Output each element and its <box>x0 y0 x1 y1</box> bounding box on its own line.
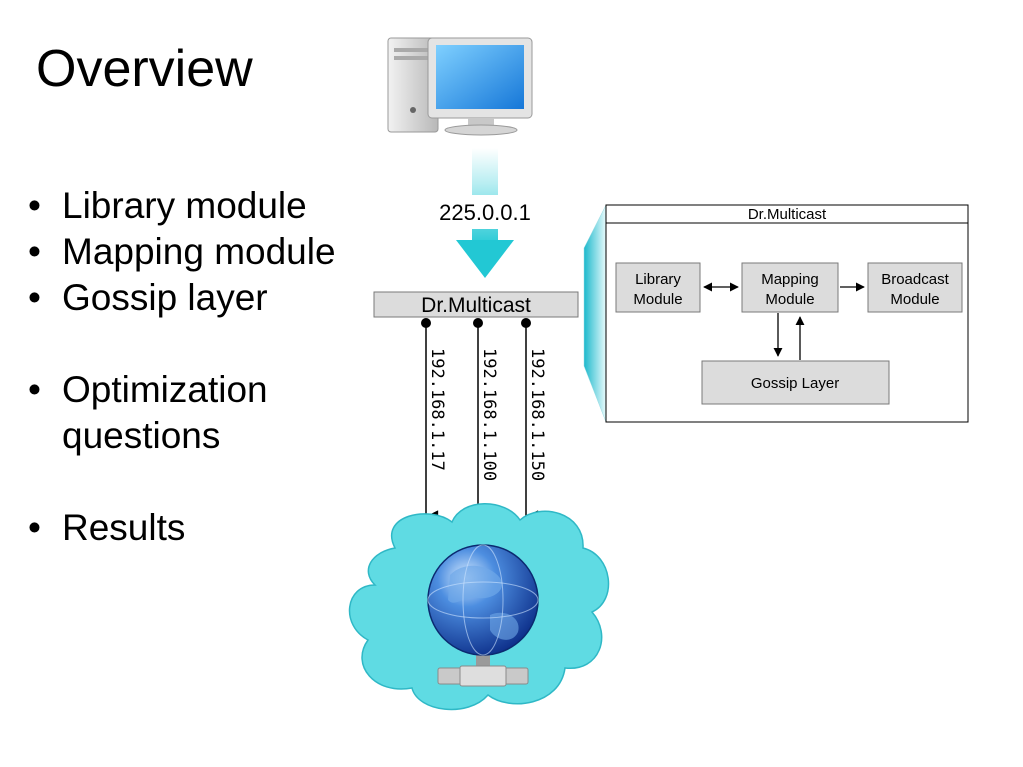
globe-network-icon <box>427 544 539 687</box>
architecture-title: Dr.Multicast <box>748 206 827 223</box>
gossip-layer-box <box>701 360 890 405</box>
zoom-callout <box>583 204 607 423</box>
library-module-line2: Module <box>633 291 682 308</box>
broadcast-module-line1: Broadcast <box>881 271 949 288</box>
unicast-address-2: 192.168.1.100 <box>479 348 499 481</box>
hub-label: Dr.Multicast <box>421 294 531 317</box>
broadcast-module-box <box>867 262 963 313</box>
bullet-library-module: Library module <box>28 183 362 229</box>
module-connectors <box>703 282 865 360</box>
mapping-module-line2: Module <box>765 291 814 308</box>
gossip-layer-label: Gossip Layer <box>751 375 839 392</box>
mapping-module-box <box>741 262 839 313</box>
broadcast-module-line2: Module <box>890 291 939 308</box>
unicast-links <box>421 318 539 524</box>
computer-icon <box>387 37 533 136</box>
bullet-list: Library module Mapping module Gossip lay… <box>28 183 362 551</box>
multicast-address: 225.0.0.1 <box>439 200 531 225</box>
library-module-box <box>615 262 701 313</box>
hub-bar <box>373 291 579 318</box>
bullet-gossip-layer: Gossip layer <box>28 275 362 321</box>
bullet-results: Results <box>28 505 362 551</box>
mapping-module-line1: Mapping <box>761 271 819 288</box>
library-module-line1: Library <box>635 271 681 288</box>
unicast-address-1: 192.168.1.17 <box>427 348 447 471</box>
bullet-mapping-module: Mapping module <box>28 229 362 275</box>
slide-title: Overview <box>36 40 253 98</box>
bullet-optimization-questions: Optimization questions <box>28 367 362 459</box>
unicast-address-3: 192.168.1.150 <box>527 348 547 481</box>
